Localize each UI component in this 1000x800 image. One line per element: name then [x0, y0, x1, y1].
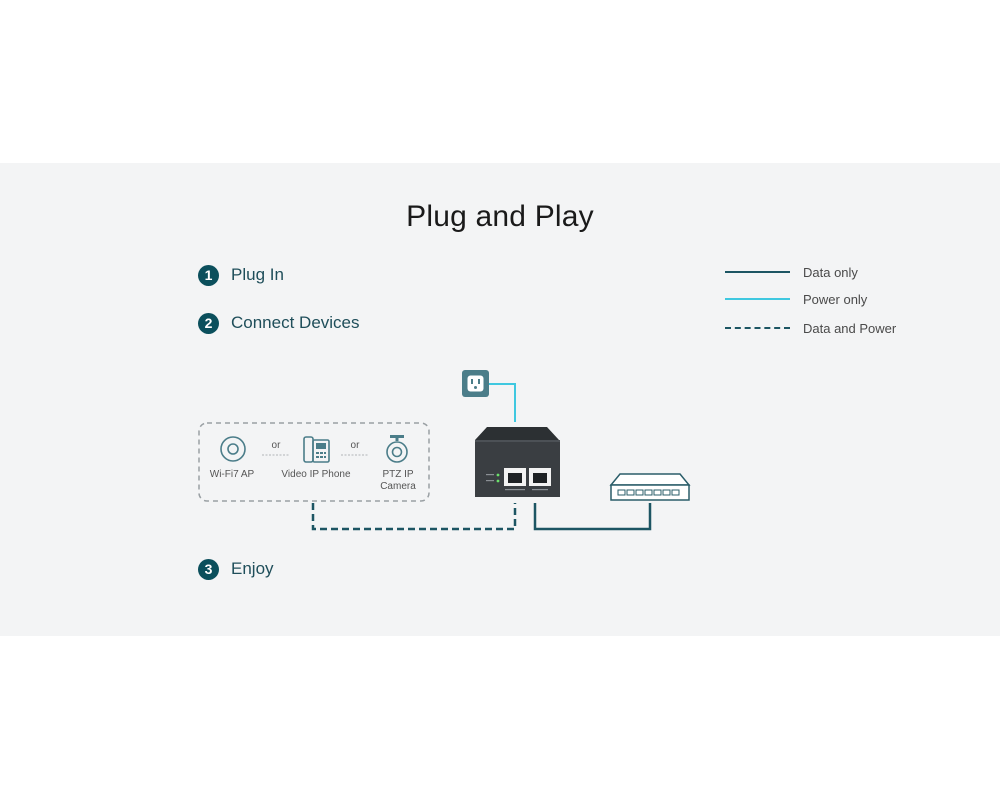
- wifi-ap-icon: [220, 436, 246, 462]
- legend-line-solid-light: [725, 298, 790, 300]
- device-label-camera-line1: PTZ IP: [382, 469, 413, 480]
- ptz-camera-icon: [386, 435, 408, 463]
- legend-label: Data and Power: [803, 320, 897, 336]
- ip-phone-icon: [303, 436, 330, 463]
- network-switch-icon: [609, 473, 691, 501]
- device-label-ip-phone: Video IP Phone: [281, 469, 351, 480]
- step-number-badge: 3: [198, 558, 219, 580]
- legend-item-data-only: Data only: [725, 263, 858, 281]
- legend-label: Data only: [803, 264, 858, 280]
- step-connect-devices: 2 Connect Devices: [198, 312, 360, 334]
- step-label: Enjoy: [231, 559, 274, 578]
- device-label-camera-line2: Camera: [380, 481, 416, 492]
- or-separator: or: [351, 440, 361, 451]
- legend-label: Power only: [803, 291, 868, 307]
- legend-item-data-and-power: Data and Power: [725, 319, 896, 337]
- or-separator: or: [272, 440, 282, 451]
- powered-devices-group: [198, 422, 430, 502]
- step-enjoy: 3 Enjoy: [198, 558, 274, 580]
- device-label-wifi-ap: Wi-Fi7 AP: [210, 469, 255, 480]
- data-line: [533, 503, 652, 531]
- legend-line-dashed: [725, 327, 790, 329]
- poe-injector-icon: [475, 427, 560, 497]
- page-title: Plug and Play: [406, 200, 594, 233]
- content-panel: [0, 163, 1000, 636]
- legend-line-solid-dark: [725, 271, 790, 273]
- step-label: Connect Devices: [231, 313, 360, 332]
- power-line: [488, 383, 516, 422]
- step-number-badge: 1: [198, 264, 219, 286]
- step-label: Plug In: [231, 265, 284, 284]
- power-outlet-icon: [462, 370, 489, 397]
- legend-item-power-only: Power only: [725, 290, 867, 308]
- step-plug-in: 1 Plug In: [198, 264, 284, 286]
- step-number-badge: 2: [198, 312, 219, 334]
- data-power-line: [311, 503, 517, 531]
